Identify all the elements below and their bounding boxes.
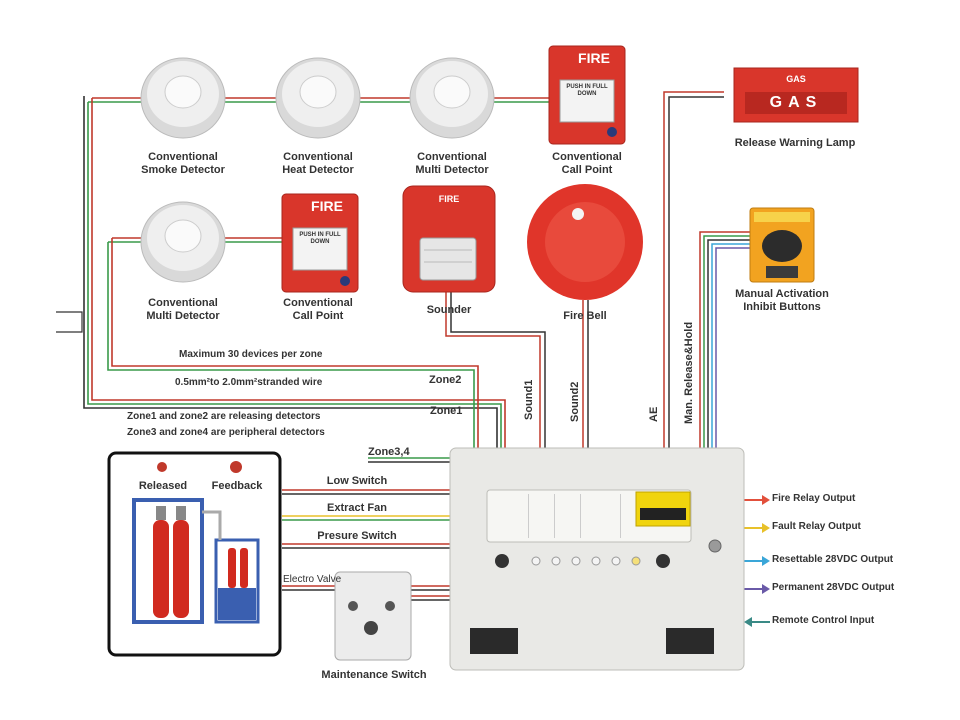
call-point-mid-label: Conventional Call Point [263,297,373,323]
call-point-top-icon [548,45,626,145]
multi-detector-mid-label: Conventional Multi Detector [128,297,238,323]
remote-control-input-label: Remote Control Input [772,615,875,626]
call-point-top-label-line2: Call Point [561,164,613,176]
multi-detector-mid-label-line2: Multi Detector [146,310,220,322]
multi-detector-top-icon [409,57,495,139]
release-warning-lamp-icon [733,67,859,123]
smoke-detector-label: Conventional Smoke Detector [128,151,238,177]
multi-detector-mid-label-line1: Conventional [148,297,218,309]
low-switch-label: Low Switch [326,475,388,487]
manual-release-wires [699,231,752,448]
zone-note-1: Zone1 and zone2 are releasing detectors [127,411,321,422]
multi-detector-mid-icon [140,201,226,283]
smoke-detector-label-line1: Conventional [148,151,218,163]
sounder-wires [445,292,589,448]
fault-relay-output-label: Fault Relay Output [772,521,861,532]
maintenance-switch-label: Maintenance Switch [321,669,427,681]
man-release-label: Man. Release&Hold [683,321,695,424]
permanent-28vdc-output-label: Permanent 28VDC Output [772,582,895,593]
sounder-sign: FIRE [438,194,460,204]
zone2-label: Zone2 [429,374,462,386]
ae-label: AE [648,406,660,422]
pressure-switch-label: Presure Switch [317,530,397,542]
sound1-label: Sound1 [523,379,535,420]
sound2-label: Sound2 [569,381,581,422]
sounder-label: Sounder [426,304,472,316]
call-point-mid-icon [281,193,359,293]
call-point-mid-sign: FIRE [311,198,343,214]
multi-detector-top-label-line1: Conventional [417,151,487,163]
heat-detector-icon [275,57,361,139]
resettable-28vdc-output-label: Resettable 28VDC Output [772,554,894,565]
electro-valve-label: Electro Valve [283,574,342,585]
sounder-icon [402,185,496,293]
warning-lamp-sign-main: GAS [769,94,823,111]
control-panel [449,447,745,671]
wire-note: 0.5mm²to 2.0mm²stranded wire [175,377,323,388]
heat-detector-label-line2: Heat Detector [282,164,354,176]
warning-lamp-sign-top: GAS [786,74,806,84]
manual-activation-label: Manual Activation Inhibit Buttons [722,288,842,314]
call-point-top-label-line1: Conventional [552,151,622,163]
extinguisher-box [107,451,282,657]
heat-detector-label: Conventional Heat Detector [263,151,373,177]
zone34-label: Zone3,4 [368,446,410,458]
max-devices-note: Maximum 30 devices per zone [179,349,323,360]
fire-bell-icon [527,184,643,300]
zone1-label: Zone1 [430,405,463,417]
zone-note-2: Zone3 and zone4 are peripheral detectors [127,427,325,438]
multi-detector-top-label: Conventional Multi Detector [397,151,507,177]
heat-detector-label-line1: Conventional [283,151,353,163]
call-point-top-label: Conventional Call Point [532,151,642,177]
call-point-mid-label-line2: Call Point [292,310,344,322]
maintenance-switch-icon [334,571,412,661]
release-warning-lamp-label: Release Warning Lamp [734,137,856,149]
manual-activation-label-line2: Inhibit Buttons [743,301,821,313]
ae-wires [663,91,724,448]
call-point-top-push-text: PUSH IN FULL DOWN [566,84,608,97]
fire-bell-label: Fire Bell [563,310,607,322]
smoke-detector-icon [140,57,226,139]
fire-relay-output-label: Fire Relay Output [772,493,856,504]
call-point-top-sign: FIRE [578,50,610,66]
multi-detector-top-label-line2: Multi Detector [415,164,489,176]
smoke-detector-label-line2: Smoke Detector [141,164,225,176]
extract-fan-label: Extract Fan [327,502,387,514]
call-point-mid-push-text: PUSH IN FULL DOWN [299,232,341,245]
feedback-label: Feedback [211,480,263,492]
output-arrows [744,495,770,627]
manual-activation-buttons-icon [749,207,815,283]
manual-activation-label-line1: Manual Activation [735,288,829,300]
call-point-mid-label-line1: Conventional [283,297,353,309]
released-label: Released [138,480,188,492]
